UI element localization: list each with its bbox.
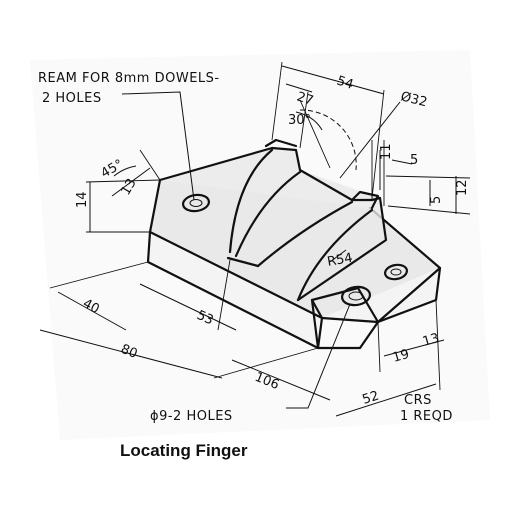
dim-14: 14 (75, 191, 90, 208)
ream-note-line1: REAM FOR 8mm DOWELS- (38, 71, 220, 86)
angle-30: 30° (288, 113, 311, 128)
material-note: CRS (404, 393, 432, 408)
dim-5-b: 5 (429, 196, 444, 204)
dim-dia-32: Ø32 (399, 89, 429, 110)
holes-note: ϕ9-2 HOLES (150, 409, 233, 424)
radius-54: R54 (326, 251, 354, 270)
ream-note-line2: 2 HOLES (42, 91, 102, 106)
dim-40: 40 (80, 296, 102, 317)
dim-13-right: 13 (421, 331, 441, 350)
cradle (158, 138, 388, 302)
dim-27: 27 (295, 90, 315, 109)
bolt-hole (383, 263, 409, 281)
dim-11: 11 (379, 143, 394, 160)
dim-54: 54 (335, 74, 355, 93)
dim-52: 52 (361, 388, 381, 407)
quantity-note: 1 REQD (400, 409, 453, 424)
dimension-lines (39, 61, 471, 417)
dim-53: 53 (194, 308, 215, 328)
dim-80: 80 (119, 342, 140, 362)
notes: REAM FOR 8mm DOWELS- 2 HOLES ϕ9-2 HOLES … (38, 71, 453, 424)
dim-19: 19 (391, 347, 411, 366)
dim-12: 12 (455, 179, 470, 196)
dim-13-left: 13 (118, 176, 139, 198)
dowel-hole-left (181, 193, 211, 213)
dowel-hole-front (340, 285, 372, 307)
figure-caption: Locating Finger (120, 441, 248, 460)
dim-5-a: 5 (410, 153, 418, 168)
